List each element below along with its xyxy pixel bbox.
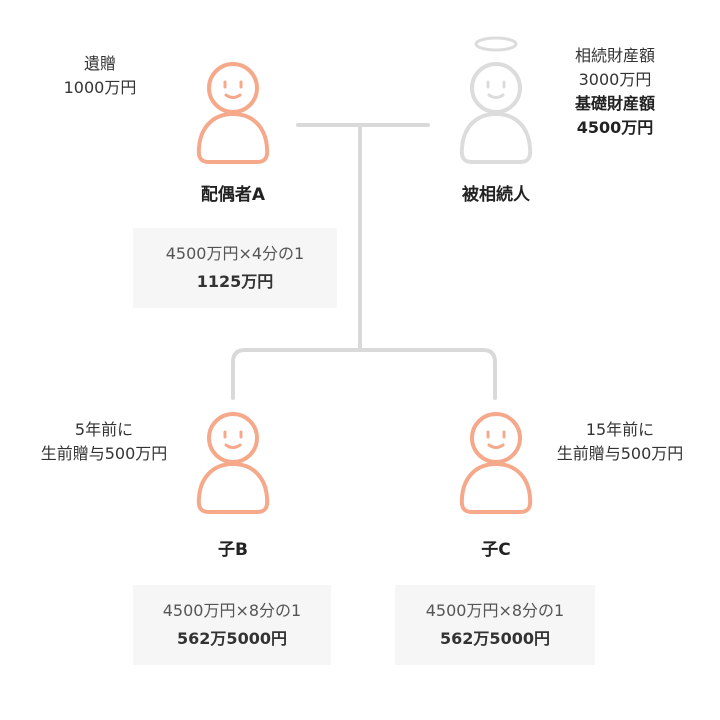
child-c-calc-result: 562万5000円	[440, 629, 550, 648]
deceased-note-line3: 基礎財産額	[574, 94, 655, 113]
child-b-note-line1: 5年前に	[74, 420, 134, 439]
child-b-name: 子B	[218, 540, 248, 560]
child-c-note-line2: 生前贈与500万円	[556, 444, 684, 463]
deceased-note: 相続財産額 3000万円 基礎財産額 4500万円	[545, 44, 685, 140]
angel-person-icon	[459, 36, 533, 164]
deceased-note-line2: 3000万円	[578, 70, 652, 89]
spouse-calc-result: 1125万円	[196, 272, 274, 291]
spouse-note-line2: 1000万円	[63, 78, 137, 97]
spouse-calc-formula: 4500万円×4分の1	[165, 244, 305, 263]
child-b-calc-formula: 4500万円×8分の1	[162, 601, 302, 620]
child-c-calc-formula: 4500万円×8分の1	[425, 601, 565, 620]
person-icon	[196, 62, 270, 164]
child-b-calc-result: 562万5000円	[177, 629, 287, 648]
person-icon	[196, 412, 270, 514]
deceased-name: 被相続人	[462, 185, 530, 205]
deceased-note-line4: 4500万円	[576, 118, 654, 137]
spouse-note: 遺贈 1000万円	[50, 52, 150, 100]
spouse-note-line1: 遺贈	[83, 54, 116, 73]
spouse-name: 配偶者A	[200, 185, 266, 205]
child-b-note-line2: 生前贈与500万円	[40, 444, 168, 463]
deceased-note-line1: 相続財産額	[574, 46, 655, 65]
person-icon	[459, 412, 533, 514]
child-b-calc-box: 4500万円×8分の1 562万5000円	[133, 585, 331, 665]
child-c-note: 15年前に 生前贈与500万円	[538, 418, 702, 466]
child-c-note-line1: 15年前に	[585, 420, 655, 439]
child-b-note: 5年前に 生前贈与500万円	[20, 418, 188, 466]
child-c-calc-box: 4500万円×8分の1 562万5000円	[395, 585, 595, 665]
child-c-name: 子C	[481, 540, 511, 560]
children-branch-line	[231, 348, 497, 400]
spouse-calc-box: 4500万円×4分の1 1125万円	[133, 228, 337, 308]
